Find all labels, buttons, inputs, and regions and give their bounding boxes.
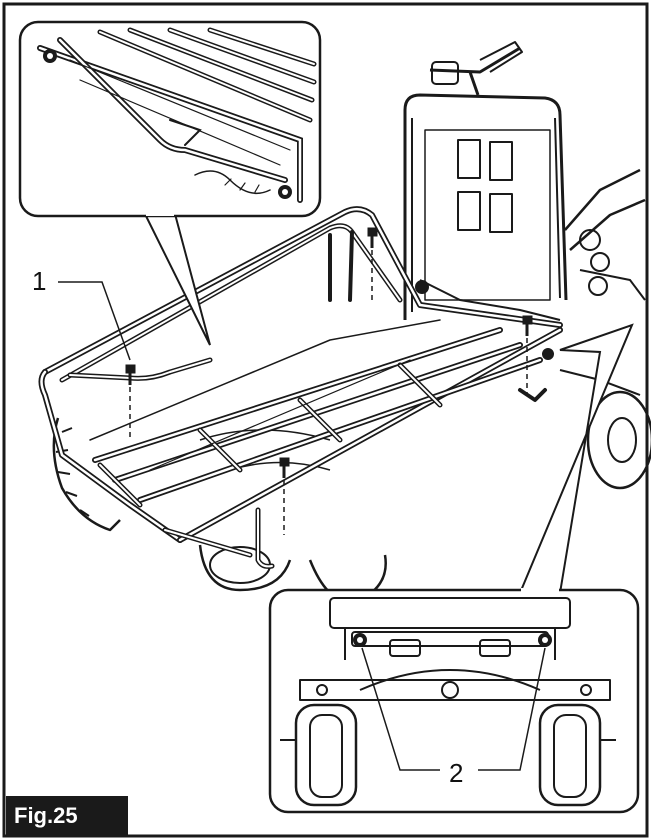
bolt-rear-right [522,315,533,395]
inset-bolt-left [353,633,367,647]
callout-2-leader [361,647,546,771]
inset-bolt-right [538,633,552,647]
machine-body [52,41,651,603]
bolt-front-left [125,364,136,440]
detail-inset-bottom [268,323,640,814]
callout-1: 1 [32,266,47,296]
bolt-front-right [279,457,290,535]
bolt-rear-left [367,227,378,300]
callout-2: 2 [449,758,464,788]
mounting-bolts [125,227,533,535]
basket-frame [38,206,563,569]
callout-1-leader [58,281,131,361]
figure-label: Fig.25 [6,796,128,836]
detail-inset-top [18,20,322,346]
